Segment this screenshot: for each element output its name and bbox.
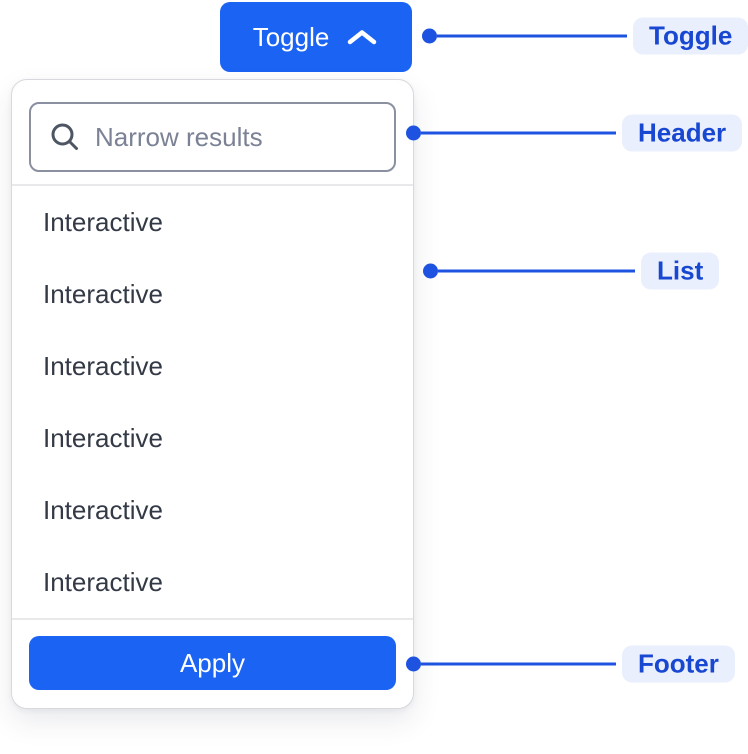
dropdown-footer: Apply <box>12 618 413 708</box>
list-item[interactable]: Interactive <box>43 350 163 381</box>
toggle-button-label: Toggle <box>252 21 330 52</box>
list-item[interactable]: Interactive <box>43 494 163 525</box>
list-item[interactable]: Interactive <box>43 206 163 237</box>
annotation-dot <box>423 263 438 279</box>
annotation-list: List <box>423 252 720 290</box>
annotation-line <box>437 34 627 38</box>
search-input[interactable] <box>95 121 376 153</box>
chevron-up-icon <box>345 27 379 47</box>
search-input-wrapper <box>29 102 396 172</box>
annotation-line <box>421 662 616 666</box>
annotation-line <box>421 131 616 135</box>
annotation-label-footer: Footer <box>622 645 735 683</box>
dropdown-list: Interactive Interactive Interactive Inte… <box>12 186 413 618</box>
list-item[interactable]: Interactive <box>43 278 163 309</box>
annotation-header: Header <box>406 114 743 152</box>
annotation-dot <box>422 28 437 44</box>
annotation-label-list: List <box>641 252 720 290</box>
annotation-toggle: Toggle <box>422 17 748 55</box>
dropdown-panel: Interactive Interactive Interactive Inte… <box>11 79 414 709</box>
list-item[interactable]: Interactive <box>43 566 163 597</box>
annotation-label-toggle: Toggle <box>633 17 748 55</box>
dropdown-header <box>12 80 413 186</box>
toggle-button[interactable]: Toggle <box>220 2 412 72</box>
annotation-footer: Footer <box>406 645 735 683</box>
list-item[interactable]: Interactive <box>43 422 163 453</box>
apply-button[interactable]: Apply <box>29 636 396 690</box>
search-icon <box>49 121 81 153</box>
annotation-label-header: Header <box>622 114 743 152</box>
annotation-line <box>438 269 635 273</box>
